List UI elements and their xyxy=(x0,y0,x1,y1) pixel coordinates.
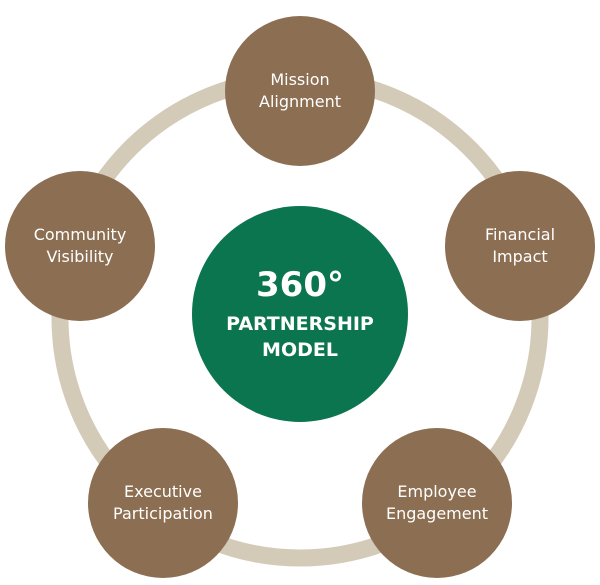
node-mission-alignment: Mission Alignment xyxy=(225,16,375,166)
node-financial-impact: Financial Impact xyxy=(445,171,595,321)
node-label: Employee Engagement xyxy=(385,482,489,523)
node-label: Financial Impact xyxy=(484,225,556,266)
center-title: 360° xyxy=(256,265,344,305)
center-subtitle: PARTNERSHIP MODEL xyxy=(226,313,374,361)
node-community-visibility: Community Visibility xyxy=(5,171,155,321)
node-employee-engagement: Employee Engagement xyxy=(362,428,512,578)
node-label: Mission Alignment xyxy=(259,70,341,111)
node-label: Executive Participation xyxy=(113,482,213,523)
center-hub: 360° PARTNERSHIP MODEL xyxy=(192,206,408,422)
node-label: Community Visibility xyxy=(33,225,127,266)
node-executive-participation: Executive Participation xyxy=(88,428,238,578)
